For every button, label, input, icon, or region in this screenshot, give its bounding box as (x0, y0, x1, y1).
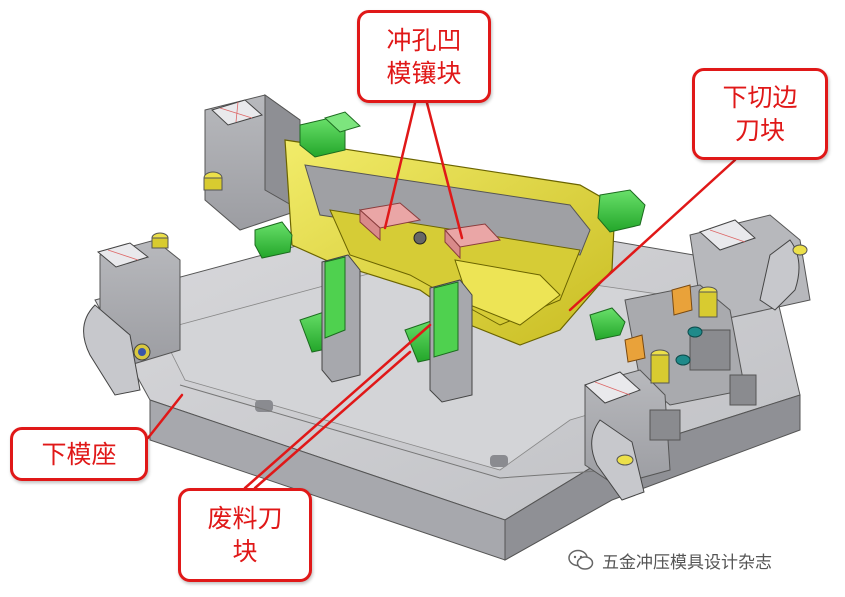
callout-line: 刀块 (734, 116, 785, 145)
left-clamp-hooks (83, 304, 151, 396)
callout-scrap-cutter: 废料刀 块 (178, 488, 312, 582)
guide-blocks (96, 99, 756, 404)
callout-line: 冲孔凹 (386, 25, 462, 55)
callout-line: 块 (232, 537, 258, 566)
callout-lower-trim-steel: 下切边 刀块 (692, 68, 828, 160)
leader-lines (146, 101, 737, 490)
callout-punch-die-insert: 冲孔凹 模镶块 (357, 10, 491, 103)
callout-line: 废料刀 (207, 504, 283, 533)
callout-line: 下切边 (722, 83, 798, 112)
right-side-pads (624, 284, 718, 384)
scrap-cutter-posts (321, 254, 473, 403)
callout-lower-die-shoe: 下模座 (10, 427, 148, 481)
watermark-text: 五金冲压模具设计杂志 (602, 552, 772, 573)
callout-line: 模镶块 (386, 58, 462, 88)
callout-line: 下模座 (41, 439, 117, 469)
yellow-stops (151, 171, 808, 466)
wechat-watermark-icon (568, 549, 594, 570)
watermark: 五金冲压模具设计杂志 (568, 546, 772, 574)
